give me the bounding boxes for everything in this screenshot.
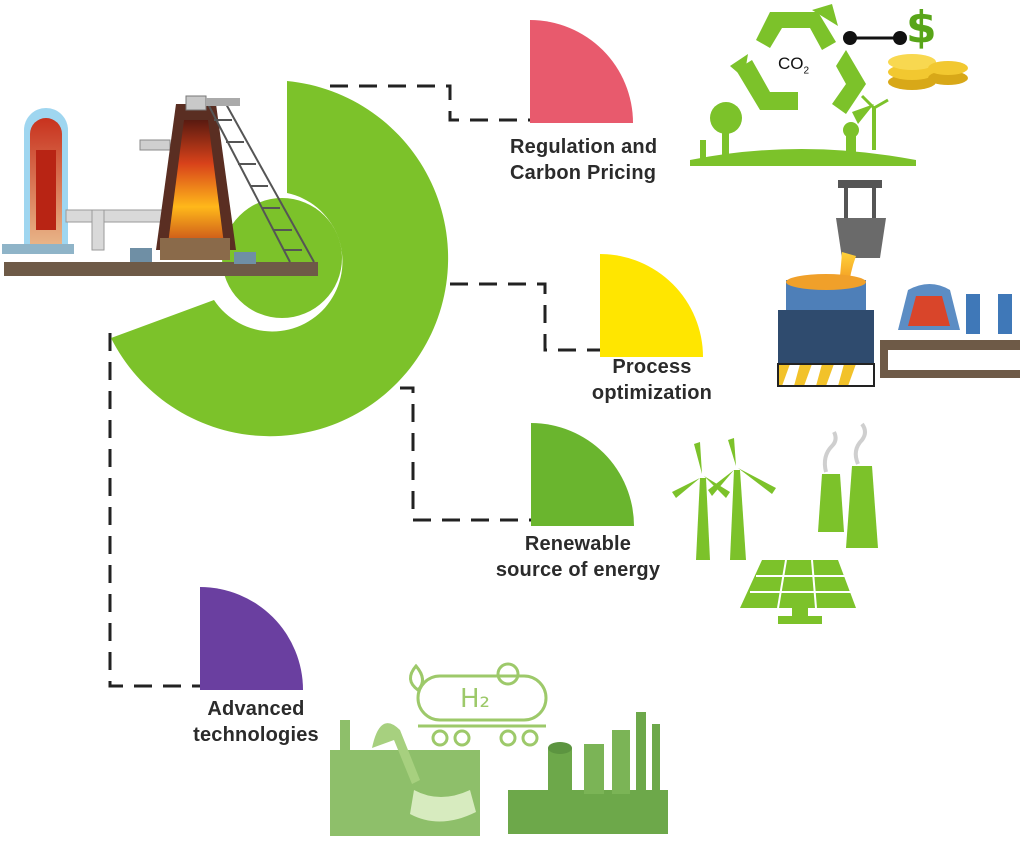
wind-turbine-icon bbox=[672, 438, 776, 560]
label-process: Process optimization bbox=[582, 354, 722, 406]
solar-panel-icon bbox=[740, 559, 856, 624]
refinery-plant-icon bbox=[330, 712, 668, 836]
label-regulation-line1: Regulation and bbox=[510, 136, 658, 158]
hydrogen-label: H₂ bbox=[460, 684, 490, 714]
steel-ladle-icon bbox=[777, 180, 1020, 387]
label-advanced-line1: Advanced bbox=[207, 698, 305, 720]
label-advanced-line2: technologies bbox=[193, 724, 319, 746]
label-regulation: Regulation and Carbon Pricing bbox=[510, 134, 657, 186]
label-renewable-line2: source of energy bbox=[495, 559, 661, 581]
blast-furnace-icon bbox=[2, 95, 318, 276]
cooling-tower-icon bbox=[818, 422, 878, 548]
green-landscape-icon bbox=[690, 94, 916, 166]
connector-advanced bbox=[108, 333, 200, 688]
quarter-process bbox=[600, 254, 703, 357]
connector-renewable bbox=[400, 386, 532, 522]
dollar-icon: $ bbox=[906, 2, 937, 53]
quarter-advanced bbox=[200, 587, 303, 690]
outer-arc bbox=[111, 81, 449, 437]
link-icon bbox=[843, 31, 907, 45]
co2-label: CO2 bbox=[778, 54, 810, 77]
central-ring bbox=[111, 81, 449, 437]
quarter-renewable bbox=[531, 423, 634, 526]
label-process-line2: optimization bbox=[591, 382, 713, 404]
hydrogen-truck-icon bbox=[409, 662, 548, 747]
inner-disc bbox=[222, 198, 342, 318]
connector-lines bbox=[108, 84, 602, 688]
label-advanced: Advanced technologies bbox=[180, 696, 332, 748]
quarter-regulation bbox=[530, 20, 633, 123]
connector-process bbox=[450, 282, 602, 352]
label-renewable: Renewable source of energy bbox=[478, 531, 678, 583]
coins-icon bbox=[888, 54, 968, 90]
label-process-line1: Process bbox=[612, 356, 692, 378]
connector-regulation bbox=[330, 84, 530, 122]
label-regulation-line2: Carbon Pricing bbox=[510, 162, 657, 184]
recycle-co2-icon bbox=[730, 4, 874, 124]
label-renewable-line1: Renewable bbox=[524, 533, 632, 555]
